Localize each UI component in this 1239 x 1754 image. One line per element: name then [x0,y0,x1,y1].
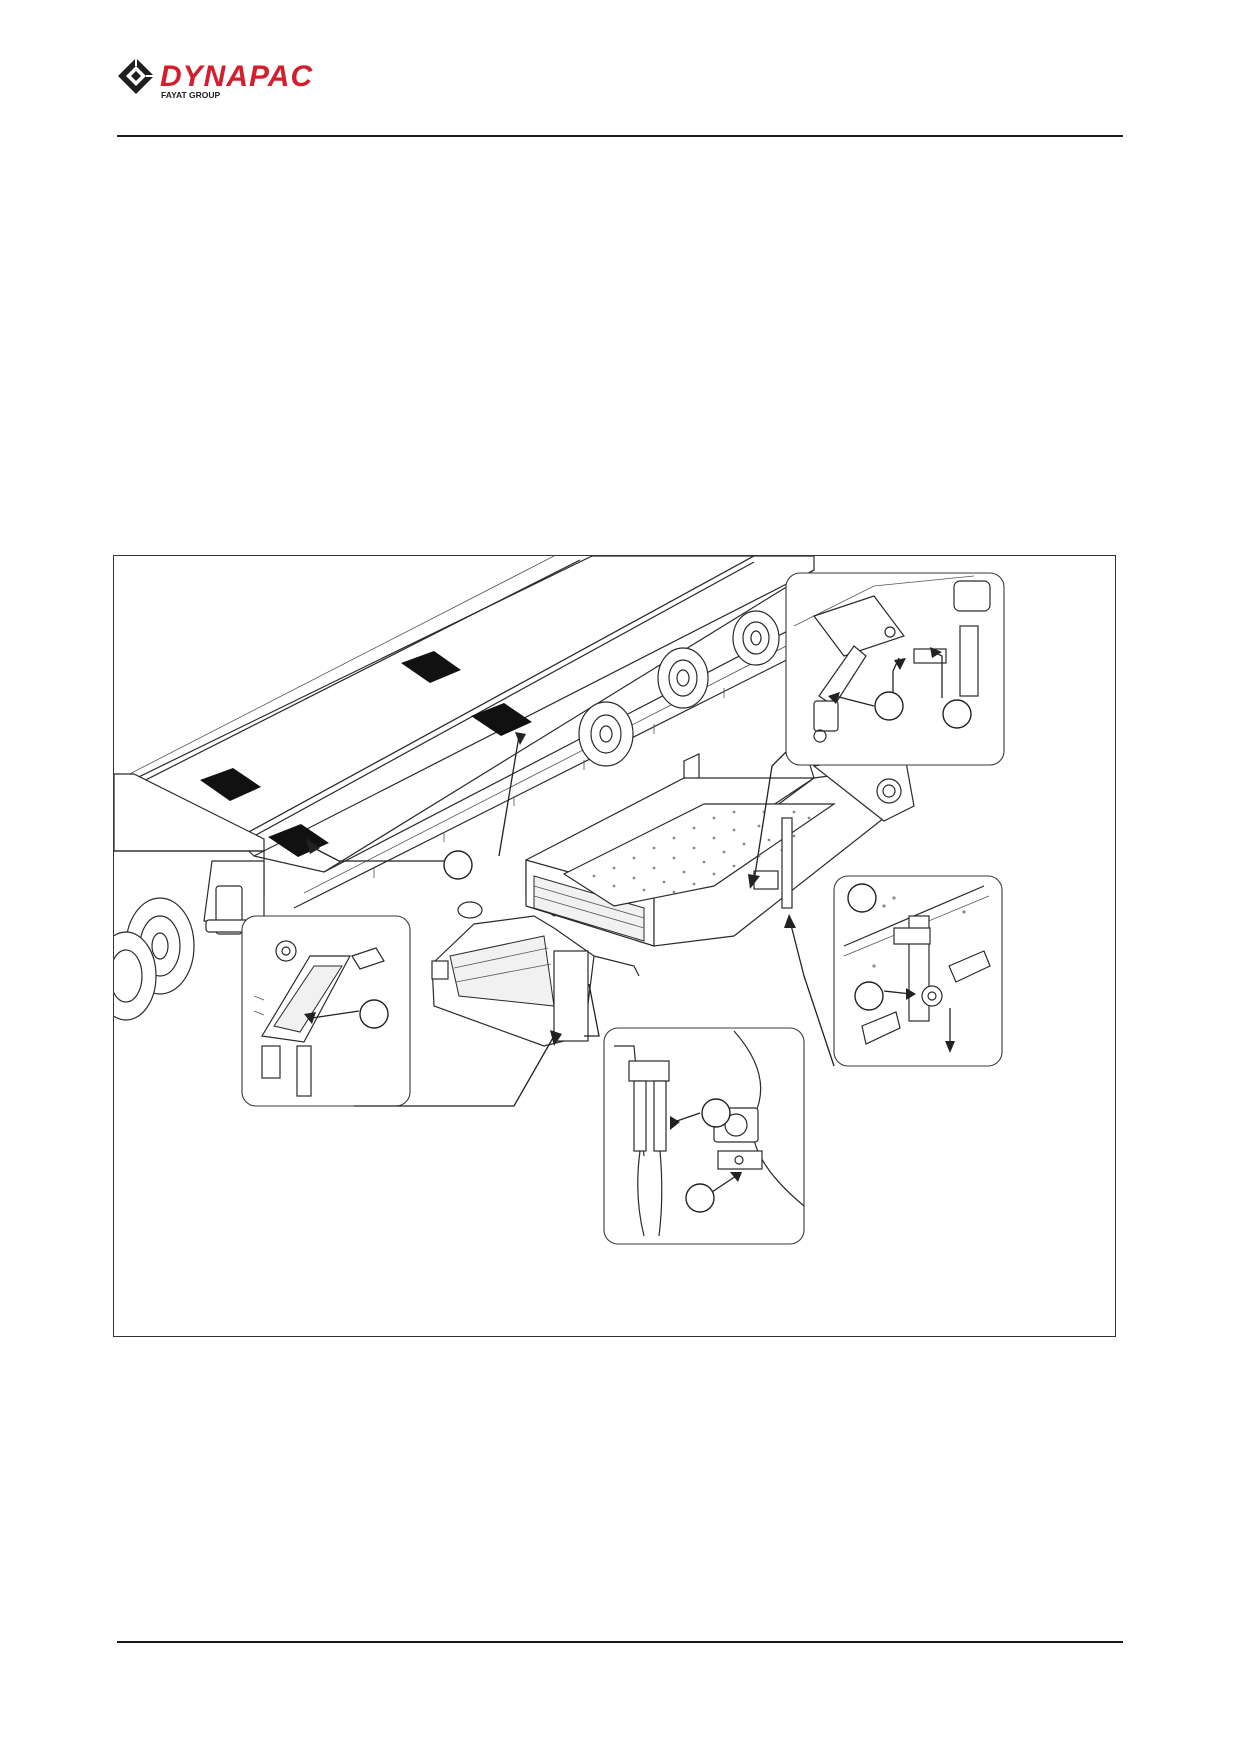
conveyor-assembly [431,735,915,1047]
callouts [359,691,972,1213]
callout-4 [942,699,972,729]
figure-frame [113,555,1116,1337]
callout-8 [685,1183,715,1213]
paver-conveyor-exploded-view [114,556,1005,1245]
trailer-wheels [578,610,780,767]
dynapac-logo: DYNAPAC FAYAT GROUP [118,58,313,100]
callout-5 [847,883,877,913]
brand-name: DYNAPAC [160,60,313,93]
leader-lines [304,647,942,1182]
footer-rule [117,1641,1123,1643]
header-rule [117,135,1123,137]
callout-3 [874,691,904,721]
inset-top-right [785,572,1005,766]
callout-1 [443,850,473,880]
inset-left [241,915,411,1107]
callout-2 [359,999,389,1029]
callout-7 [701,1098,731,1128]
dynapac-diamond-logo-icon [118,58,154,94]
inset-bottom [603,1027,805,1245]
trailer-deck [114,556,875,1021]
brand-group: FAYAT GROUP [161,90,221,100]
callout-6 [854,981,884,1011]
